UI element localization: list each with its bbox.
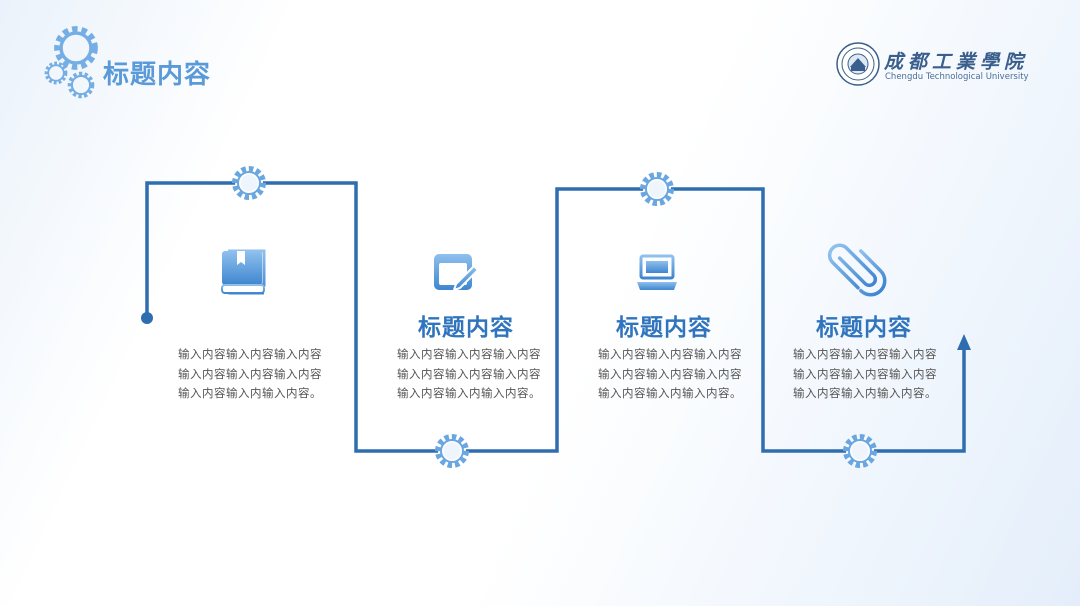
university-emblem-icon bbox=[836, 42, 880, 86]
step-title: 标题内容 bbox=[816, 315, 912, 341]
path-start-dot bbox=[141, 312, 153, 324]
step-body: 输入内容输入内容输入内容输入内容输入内容输入内容输入内容输入内输入内容。 bbox=[598, 347, 742, 400]
laptop-icon bbox=[637, 254, 677, 290]
step-title: 标题内容 bbox=[616, 315, 712, 341]
gear-icon bbox=[438, 437, 466, 465]
edit-icon bbox=[434, 254, 480, 292]
logo-name-en: Chengdu Technological University bbox=[885, 72, 1029, 82]
header-gears-icon bbox=[44, 30, 94, 97]
step-body: 输入内容输入内容输入内容输入内容输入内容输入内容输入内容输入内输入内容。 bbox=[793, 347, 937, 400]
arrow-up-icon bbox=[957, 334, 971, 350]
logo-name-cn: 成都工業學院 bbox=[884, 51, 1029, 73]
gear-icon bbox=[846, 437, 874, 465]
step-title: 标题内容 bbox=[418, 315, 514, 341]
page-title: 标题内容 bbox=[103, 60, 212, 90]
book-icon bbox=[221, 249, 266, 295]
step-body: 输入内容输入内容输入内容输入内容输入内容输入内容输入内容输入内输入内容。 bbox=[397, 347, 541, 400]
step-body: 输入内容输入内容输入内容输入内容输入内容输入内容输入内容输入内输入内容。 bbox=[178, 347, 322, 400]
paperclip-icon bbox=[827, 243, 887, 297]
gear-icon bbox=[643, 175, 671, 203]
gear-icon bbox=[235, 169, 263, 197]
